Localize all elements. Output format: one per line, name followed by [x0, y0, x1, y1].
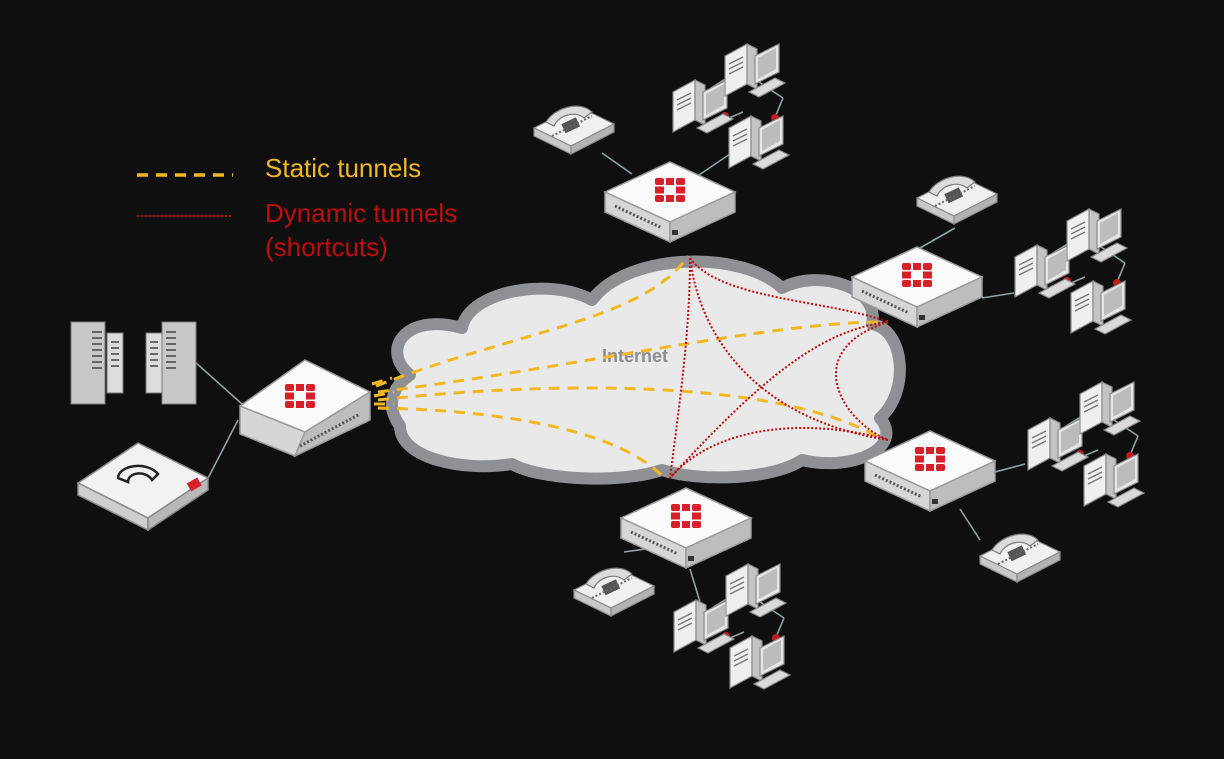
legend-dynamic-label-sub: (shortcuts): [265, 232, 388, 262]
ip-phone-icon: [979, 533, 1061, 583]
workstation-pc-icon: [1015, 209, 1131, 334]
legend-dynamic-label: Dynamic tunnels: [265, 198, 458, 228]
voice-gateway-icon: [76, 442, 210, 532]
spoke-top: [605, 162, 735, 242]
data-center-servers-icon: [70, 321, 197, 405]
lan-links: [194, 152, 1026, 603]
workstation-pc-icon: [674, 564, 790, 689]
ip-phone-icon: [916, 175, 998, 225]
workstation-pc-icon: [1028, 382, 1144, 507]
ip-phone-icon: [533, 105, 615, 155]
ip-phone-icon: [573, 567, 655, 617]
legend-static-label: Static tunnels: [265, 153, 422, 183]
legend: [137, 173, 233, 217]
spoke-bottom: [621, 488, 751, 568]
internet-cloud: Internet: [386, 255, 906, 485]
workstation-pc-icon: [673, 44, 789, 169]
dynamic-tunnels: [669, 257, 889, 479]
static-tunnels: [371, 255, 889, 480]
fortigate-hub-icon: [238, 359, 372, 458]
